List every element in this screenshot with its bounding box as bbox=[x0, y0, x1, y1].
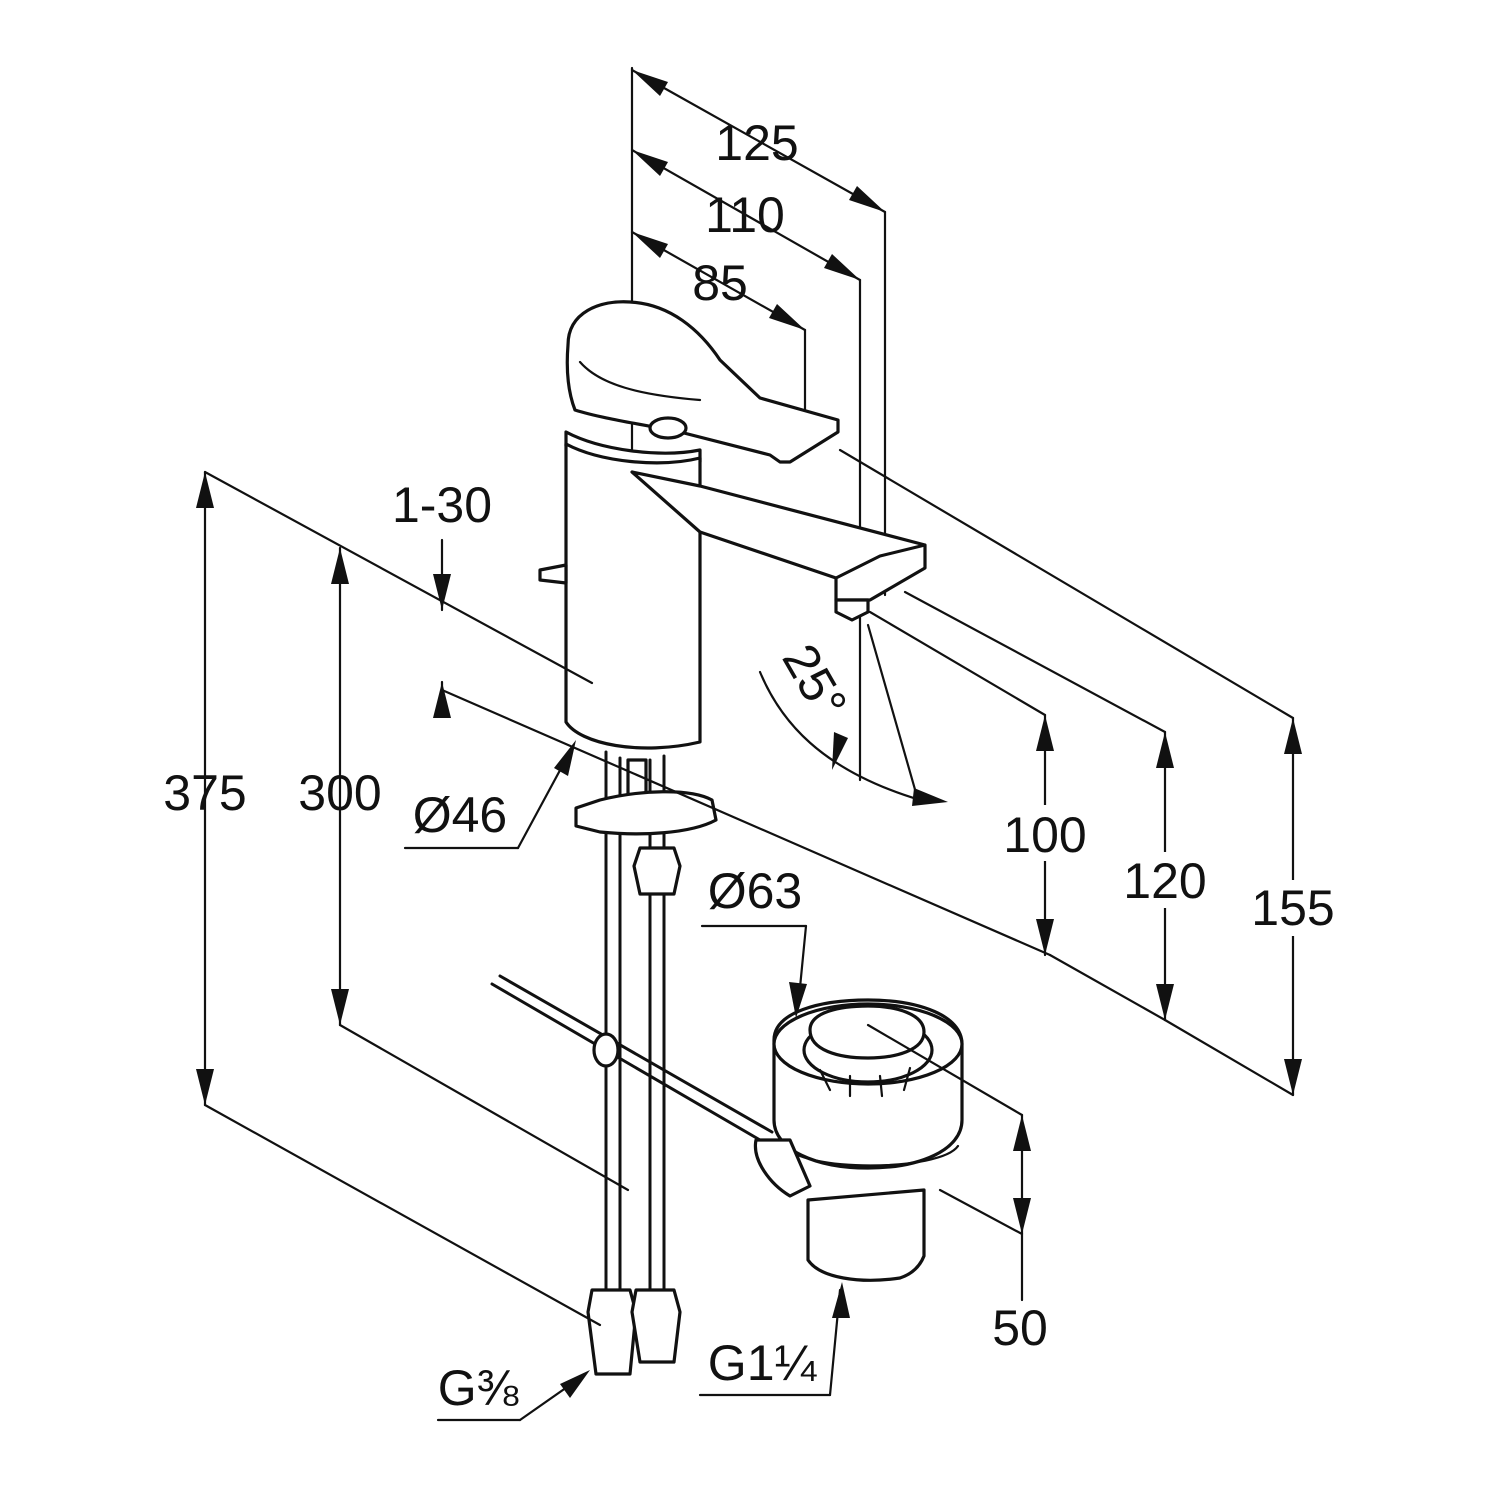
body-cylinder bbox=[564, 442, 702, 750]
thread-label-g114: G1¼ bbox=[708, 1335, 818, 1391]
dim-label-155: 155 bbox=[1251, 880, 1334, 936]
dimension-100: 100 bbox=[868, 610, 1090, 957]
dimension-50: 50 bbox=[866, 1023, 1048, 1356]
popup-knob bbox=[538, 563, 568, 585]
dim-label-125: 125 bbox=[715, 115, 798, 171]
dimension-85: 85 bbox=[630, 230, 807, 422]
dimension-300: 300 bbox=[298, 546, 630, 1192]
tap-body bbox=[538, 300, 927, 1376]
thread-g38: G⅜ bbox=[436, 1360, 590, 1422]
spout-aerator bbox=[834, 598, 870, 622]
dim-label-diameter-63: Ø63 bbox=[708, 863, 803, 919]
fixing-nut bbox=[632, 846, 682, 896]
hose-nut-left bbox=[586, 1288, 638, 1376]
dimension-375: 375 bbox=[163, 470, 602, 1327]
thread-g114: G1¼ bbox=[698, 1282, 850, 1397]
dim-label-1-30: 1-30 bbox=[392, 477, 492, 533]
dim-label-375: 375 bbox=[163, 765, 246, 821]
dim-label-110: 110 bbox=[705, 187, 785, 243]
mounting-bracket bbox=[574, 790, 718, 836]
dim-label-100: 100 bbox=[1003, 807, 1086, 863]
dim-label-120: 120 bbox=[1123, 853, 1206, 909]
waste-plug bbox=[808, 1004, 926, 1060]
popup-rod bbox=[490, 974, 774, 1142]
dim-label-85: 85 bbox=[692, 255, 748, 311]
hose-nut-right bbox=[630, 1288, 682, 1364]
waste-valve bbox=[753, 998, 964, 1282]
dim-label-50: 50 bbox=[992, 1300, 1048, 1356]
dimension-diameter-46: Ø46 bbox=[403, 740, 576, 850]
waste-lever-joint bbox=[753, 1138, 812, 1198]
thread-label-g38: G⅜ bbox=[438, 1360, 519, 1416]
dimension-diameter-63: Ø63 bbox=[700, 863, 808, 1018]
dimension-155: 155 bbox=[838, 448, 1342, 1097]
dimension-1-30: 1-30 bbox=[392, 477, 1052, 957]
lever-pivot bbox=[648, 416, 688, 440]
dimension-125: 125 bbox=[630, 68, 887, 597]
dim-label-diameter-46: Ø46 bbox=[413, 787, 508, 843]
waste-body bbox=[806, 1188, 926, 1282]
dimension-120: 120 bbox=[903, 590, 1212, 1022]
dimension-angle-25: 25° bbox=[758, 623, 948, 806]
spout bbox=[630, 470, 927, 602]
dim-label-300: 300 bbox=[298, 765, 381, 821]
lever-handle bbox=[565, 300, 840, 464]
